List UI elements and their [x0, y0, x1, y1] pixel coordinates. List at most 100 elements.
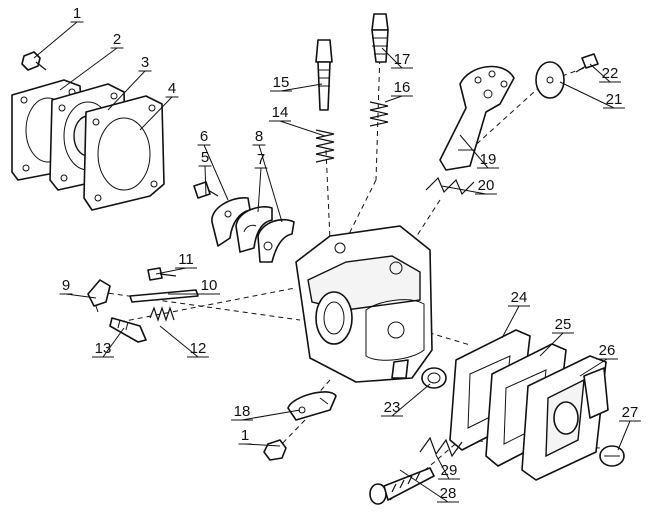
- callout-number-c19: 19: [480, 151, 497, 168]
- leader-line-c16: [384, 95, 403, 103]
- callout-c12: 12: [159, 325, 209, 358]
- callout-number-c21: 21: [606, 91, 623, 108]
- callout-c6: 6: [197, 128, 229, 201]
- callout-c19: 19: [459, 134, 499, 169]
- assembly-axis-lines: [99, 49, 601, 501]
- spring-12: [149, 306, 175, 322]
- callout-number-c11: 11: [178, 251, 194, 268]
- screw-1b: [263, 439, 287, 461]
- callout-c23: 23: [381, 383, 431, 417]
- leader-line-c24: [501, 305, 520, 339]
- choke-plate-19: [439, 65, 515, 171]
- callout-number-c24: 24: [511, 289, 528, 306]
- callout-number-c1: 1: [73, 5, 81, 22]
- bracket-18: [287, 391, 337, 421]
- callout-number-c5: 5: [201, 149, 209, 166]
- leader-line-c11: [155, 267, 187, 275]
- callout-c25: 25: [539, 316, 574, 357]
- spring-14: [315, 129, 335, 163]
- callout-number-c1b: 1: [241, 427, 249, 444]
- leader-line-c6: [203, 144, 229, 201]
- lever-8: [257, 218, 295, 263]
- leader-line-c13: [102, 327, 125, 358]
- leader-line-c19: [459, 134, 489, 169]
- filter-screen-23: [421, 367, 447, 389]
- leader-line-c18: [241, 409, 301, 421]
- callout-c1: 1: [33, 5, 84, 59]
- callout-number-c18: 18: [234, 403, 251, 420]
- callout-number-c22: 22: [602, 65, 619, 82]
- leader-line-c8: [258, 144, 283, 223]
- callout-c8: 8: [252, 128, 283, 223]
- leader-line-c15: [280, 83, 323, 92]
- callout-c1b: 1: [238, 427, 281, 447]
- callout-number-c13: 13: [95, 340, 112, 357]
- callout-c9: 9: [59, 277, 97, 299]
- callout-c29: 29: [435, 454, 460, 480]
- callout-c27: 27: [617, 404, 641, 451]
- callout-number-c26: 26: [599, 342, 616, 359]
- callout-c14: 14: [269, 104, 326, 137]
- callout-number-c9: 9: [62, 277, 70, 294]
- shaft-10: [129, 289, 199, 303]
- disc-21: [535, 61, 565, 99]
- leader-line-c23: [391, 383, 431, 417]
- callout-c21: 21: [559, 81, 625, 109]
- screw-1: [21, 51, 47, 71]
- callout-number-c14: 14: [272, 104, 289, 121]
- leader-line-c17: [381, 47, 403, 69]
- leader-line-c21: [559, 81, 615, 109]
- spring-16: [369, 101, 389, 127]
- callout-number-c4: 4: [168, 80, 176, 97]
- callout-number-c29: 29: [441, 462, 458, 479]
- leader-line-c14: [279, 120, 326, 137]
- callout-c13: 13: [92, 327, 125, 358]
- callout-c24: 24: [501, 289, 530, 339]
- callout-c4: 4: [139, 80, 179, 131]
- callout-c16: 16: [384, 79, 413, 103]
- leader-line-c3: [107, 70, 146, 111]
- callout-c5: 5: [198, 149, 212, 197]
- spring-29: [419, 436, 463, 458]
- callout-number-c2: 2: [113, 31, 121, 48]
- callout-number-c3: 3: [141, 54, 149, 71]
- callout-c22: 22: [589, 63, 621, 83]
- callout-c18: 18: [231, 403, 301, 421]
- cover-26: [521, 355, 609, 481]
- callout-number-c27: 27: [622, 404, 639, 421]
- callout-c11: 11: [155, 251, 197, 275]
- callout-number-c7: 7: [257, 151, 265, 168]
- leader-line-c7: [257, 167, 262, 213]
- needle-17: [371, 13, 389, 63]
- callout-c15: 15: [270, 74, 323, 92]
- leader-line-c9: [65, 293, 97, 299]
- callout-number-c6: 6: [200, 128, 208, 145]
- leader-line-c2: [59, 47, 118, 91]
- screw-22: [575, 53, 599, 73]
- carburetor-body: [295, 225, 433, 383]
- callout-number-c16: 16: [394, 79, 411, 96]
- screw-27: [599, 445, 625, 467]
- valve-13: [109, 317, 147, 343]
- leader-line-c22: [589, 63, 611, 83]
- leader-line-c26: [579, 358, 608, 377]
- leader-line-c25: [539, 332, 564, 357]
- callout-c28: 28: [399, 469, 459, 503]
- callout-c2: 2: [59, 31, 124, 91]
- leader-line-c5: [204, 165, 207, 197]
- leader-line-c29: [435, 454, 450, 480]
- callout-number-c10: 10: [201, 277, 218, 294]
- callout-number-c28: 28: [440, 485, 457, 502]
- callout-c7: 7: [254, 151, 268, 213]
- callout-c20: 20: [441, 177, 497, 195]
- leader-line-c20: [441, 185, 487, 195]
- callout-number-c8: 8: [255, 128, 263, 145]
- leader-line-c4: [139, 96, 173, 131]
- leader-line-c1: [33, 21, 78, 59]
- callout-number-c12: 12: [190, 340, 207, 357]
- lever-7: [235, 206, 273, 253]
- screw-11: [147, 267, 177, 281]
